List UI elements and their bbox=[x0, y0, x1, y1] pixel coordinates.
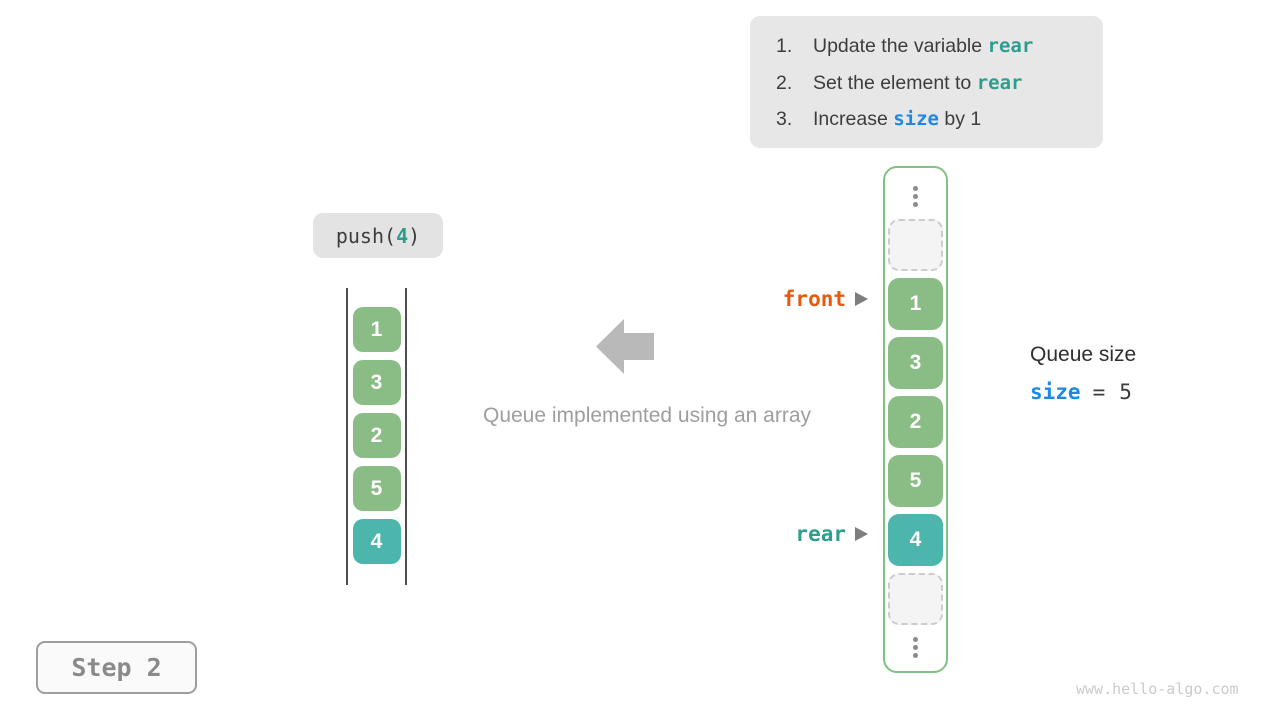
push-suffix: ) bbox=[408, 223, 421, 248]
front-pointer: front bbox=[698, 285, 868, 313]
push-operation-label: push(4) bbox=[313, 213, 443, 258]
array-empty-slot bbox=[888, 219, 943, 271]
ellipsis-icon bbox=[913, 637, 918, 658]
instruction-item-3: 3. Increase size by 1 bbox=[776, 101, 1103, 138]
step-badge: Step 2 bbox=[36, 641, 197, 694]
instruction-number: 1. bbox=[776, 35, 793, 57]
queue-cell: 3 bbox=[352, 360, 401, 405]
instruction-text-pre: Update the variable bbox=[813, 35, 988, 57]
instruction-text: Update the variable rear bbox=[813, 28, 1033, 65]
push-argument: 4 bbox=[396, 223, 409, 248]
instruction-text-pre: Increase bbox=[813, 108, 894, 130]
queue-cell: 1 bbox=[352, 307, 401, 352]
code-token-rear: rear bbox=[976, 71, 1023, 94]
array-empty-slot bbox=[888, 573, 943, 625]
array-cell: 2 bbox=[888, 396, 943, 448]
instruction-text-post: by 1 bbox=[938, 108, 982, 130]
rear-pointer: rear bbox=[698, 520, 868, 548]
instruction-text: Increase size by 1 bbox=[813, 101, 981, 138]
diagram-caption: Queue implemented using an array bbox=[482, 404, 812, 427]
instruction-text-pre: Set the element to bbox=[813, 71, 977, 94]
instruction-number: 3. bbox=[776, 108, 793, 130]
size-value: 5 bbox=[1119, 380, 1132, 404]
push-prefix: push( bbox=[335, 223, 397, 248]
array-cell: 1 bbox=[888, 278, 943, 330]
queue-size-title: Queue size bbox=[1030, 343, 1137, 366]
front-pointer-label: front bbox=[782, 287, 846, 311]
queue-size-info: Queue size size = 5 bbox=[1030, 343, 1136, 404]
code-token-rear: rear bbox=[987, 35, 1034, 57]
size-variable: size bbox=[1030, 380, 1081, 404]
array-cell: 3 bbox=[888, 337, 943, 389]
queue-size-value-line: size = 5 bbox=[1030, 380, 1136, 404]
left-queue-visualization: 1 3 2 5 4 bbox=[346, 288, 407, 585]
instruction-item-2: 2. Set the element to rear bbox=[776, 65, 1103, 102]
queue-cell: 5 bbox=[352, 466, 401, 511]
queue-cell-highlighted: 4 bbox=[352, 519, 401, 564]
code-token-size: size bbox=[893, 108, 939, 130]
equals-sign: = bbox=[1092, 380, 1106, 404]
queue-cell: 2 bbox=[352, 413, 401, 458]
instruction-box: 1. Update the variable rear 2. Set the e… bbox=[750, 16, 1103, 148]
pointer-arrow-icon bbox=[855, 292, 868, 306]
ellipsis-icon bbox=[913, 186, 918, 207]
instruction-number: 2. bbox=[776, 71, 793, 94]
arrow-left-icon bbox=[596, 319, 654, 374]
array-container: 1 3 2 5 4 bbox=[883, 166, 948, 673]
array-cell: 5 bbox=[888, 455, 943, 507]
watermark: www.hello-algo.com bbox=[1076, 680, 1239, 698]
instruction-item-1: 1. Update the variable rear bbox=[776, 28, 1103, 65]
pointer-arrow-icon bbox=[855, 527, 868, 541]
instruction-text: Set the element to rear bbox=[813, 65, 1022, 102]
rear-pointer-label: rear bbox=[795, 522, 846, 546]
array-cell-highlighted: 4 bbox=[888, 514, 943, 566]
